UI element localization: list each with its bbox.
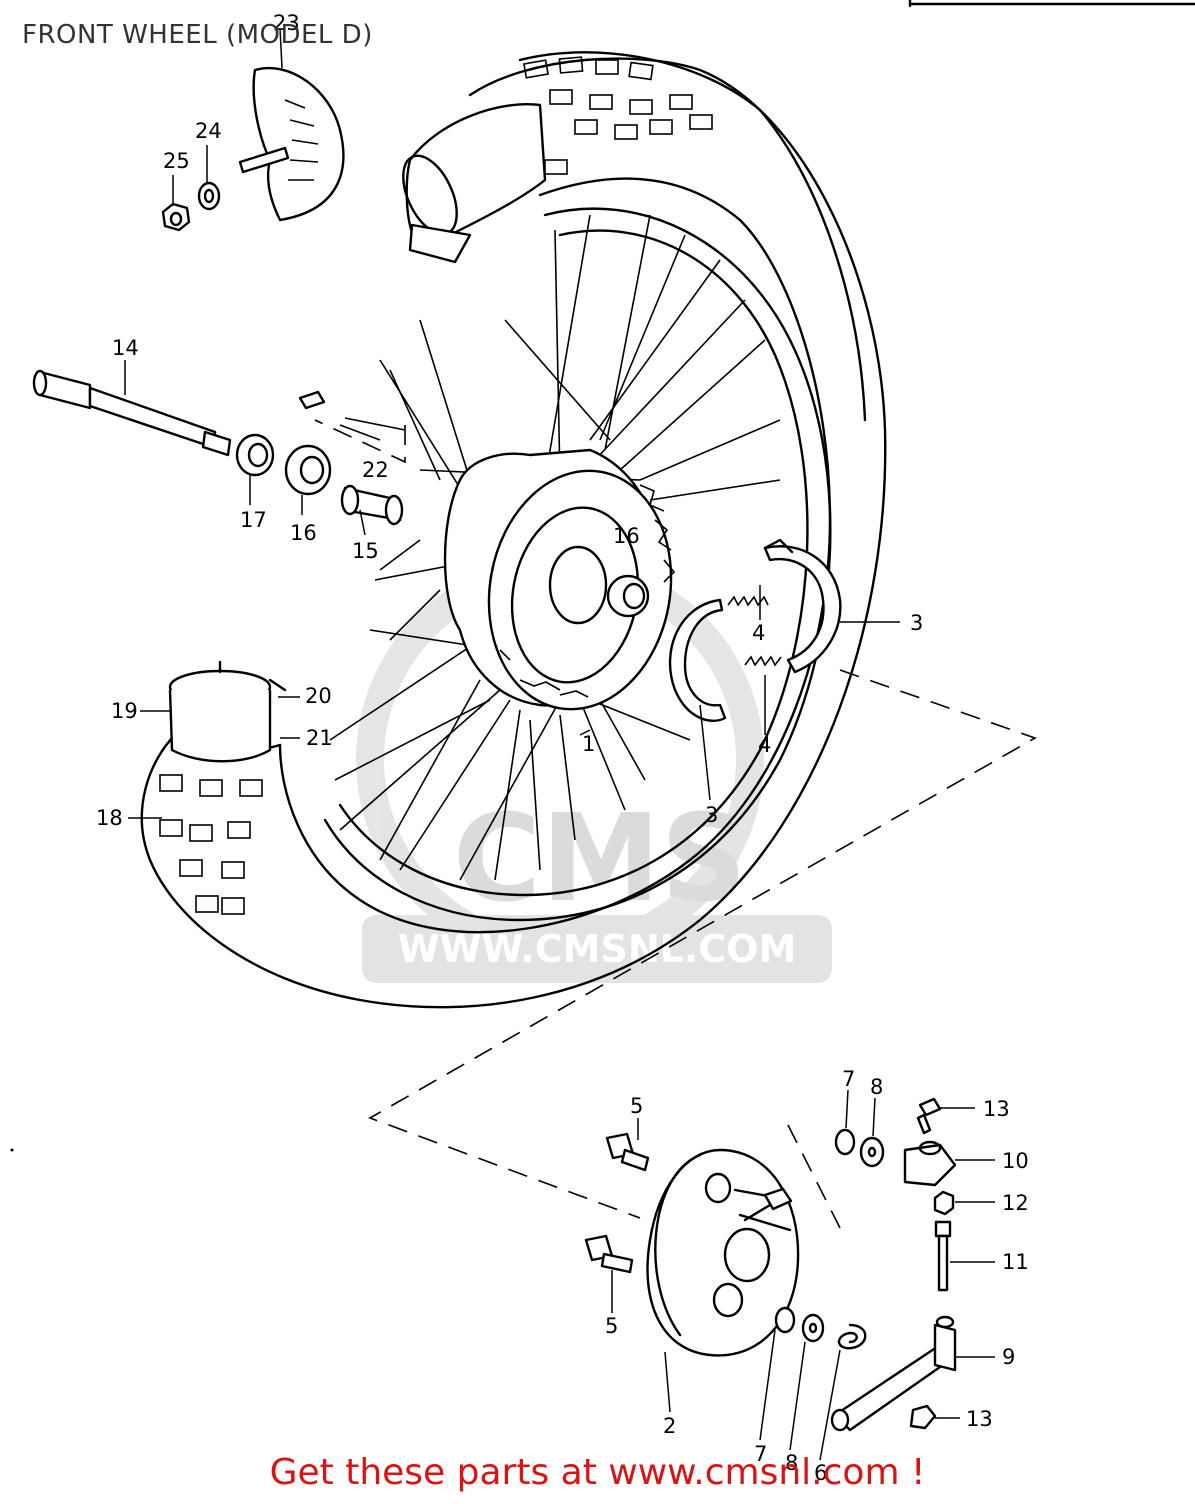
bolt-13-upper <box>916 1097 942 1135</box>
spacer <box>340 484 404 526</box>
callout-13-upper: 13 <box>983 1097 1010 1121</box>
spokes <box>329 214 781 881</box>
brake-cam-lever <box>830 1315 957 1432</box>
rim-band <box>168 660 287 763</box>
callout-10: 10 <box>1002 1149 1029 1173</box>
washer-8-lower <box>801 1313 825 1343</box>
leader-lines <box>124 27 995 1461</box>
bolt-5-lower <box>584 1234 634 1274</box>
nut-12 <box>933 1190 955 1216</box>
callout-14: 14 <box>112 336 139 360</box>
callout-11: 11 <box>1002 1250 1029 1274</box>
bearing <box>284 444 332 496</box>
bolt-13-lower <box>909 1404 937 1430</box>
callout-5-upper: 5 <box>630 1094 643 1118</box>
callout-8-lower: 8 <box>785 1451 798 1475</box>
axle <box>32 369 232 457</box>
callout-17: 17 <box>240 508 267 532</box>
washer-8-upper <box>859 1136 885 1168</box>
callout-16-left: 16 <box>290 521 317 545</box>
callout-3-left: 3 <box>705 803 718 827</box>
tread-top <box>523 56 713 175</box>
callout-9: 9 <box>1002 1345 1015 1369</box>
hub <box>443 448 676 711</box>
washer-7-upper <box>834 1128 856 1156</box>
wheel-rim <box>323 207 832 922</box>
callout-15: 15 <box>352 539 379 563</box>
brake-panel <box>646 1148 800 1357</box>
diagram-title: FRONT WHEEL (MODEL D) <box>22 20 373 50</box>
brake-shoe-right <box>763 538 842 674</box>
bolt-11 <box>934 1220 952 1292</box>
callout-5-lower: 5 <box>605 1314 618 1338</box>
washer-7-lower <box>774 1306 796 1334</box>
hub-teeth <box>499 484 676 698</box>
callout-4-upper: 4 <box>752 621 765 645</box>
callout-6: 6 <box>814 1461 827 1485</box>
nut-25 <box>161 202 191 232</box>
callout-2: 2 <box>663 1414 676 1438</box>
tread-bottom <box>159 774 263 915</box>
callout-8-upper: 8 <box>870 1075 883 1099</box>
rim-lock <box>238 66 345 222</box>
callout-19: 19 <box>111 699 138 723</box>
inner-tube <box>402 103 547 264</box>
spoke-nipple <box>298 390 406 441</box>
callout-24: 24 <box>195 119 222 143</box>
callout-25: 25 <box>163 149 190 173</box>
callout-1: 1 <box>582 732 595 756</box>
callout-12: 12 <box>1002 1191 1029 1215</box>
stray-dot <box>10 1148 14 1152</box>
callout-23: 23 <box>273 11 300 35</box>
brake-shoe-left <box>668 598 727 722</box>
cable-adjuster-10 <box>903 1140 957 1187</box>
washer-24 <box>197 181 221 211</box>
watermark-logo: CMS WWW.CMSNL.COM <box>356 556 832 983</box>
callout-16-hub: 16 <box>613 524 640 548</box>
callout-4-lower: 4 <box>758 733 771 757</box>
callout-18: 18 <box>96 806 123 830</box>
return-spring <box>837 1323 867 1350</box>
callout-3-right: 3 <box>910 611 923 635</box>
callout-13-lower: 13 <box>966 1407 993 1431</box>
callout-22: 22 <box>362 458 389 482</box>
watermark-url-text: WWW.CMSNL.COM <box>398 927 797 971</box>
assembly-lines <box>314 419 1037 1229</box>
callout-20: 20 <box>305 684 332 708</box>
brake-springs <box>727 595 782 667</box>
parts-link-banner[interactable]: Get these parts at www.cmsnl.com ! <box>269 1452 926 1493</box>
callouts: 23 24 25 14 22 17 16 15 16 4 3 4 20 19 2… <box>96 11 1029 1485</box>
axle-collar <box>235 433 275 477</box>
bolt-5-upper <box>605 1132 650 1172</box>
callout-7-upper: 7 <box>842 1067 855 1091</box>
callout-7-lower: 7 <box>754 1442 767 1466</box>
callout-21: 21 <box>306 726 333 750</box>
